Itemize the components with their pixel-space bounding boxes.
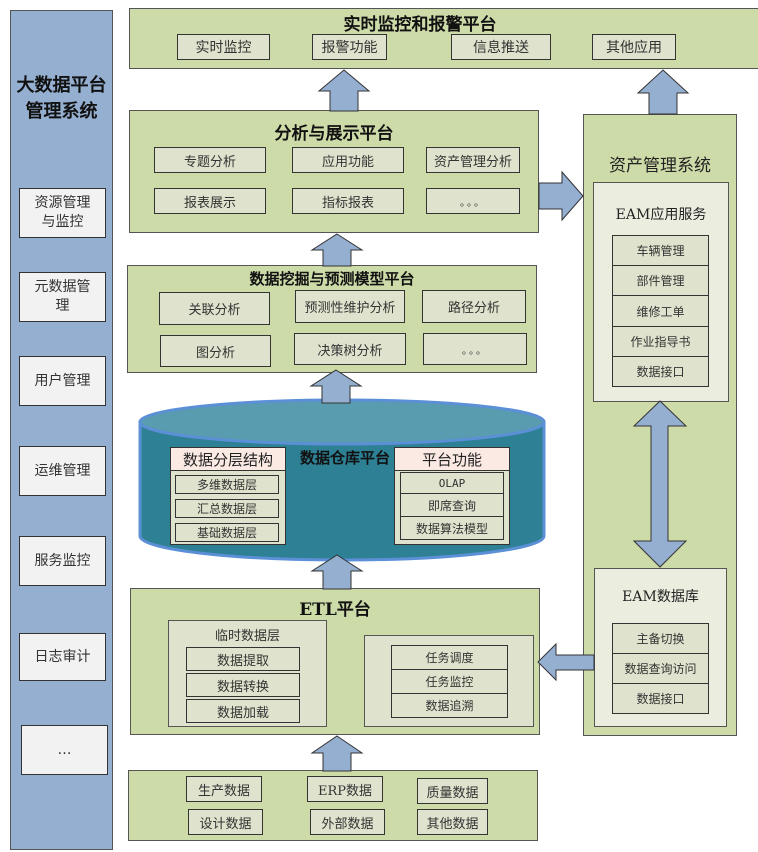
eam-db-title: EAM数据库 <box>622 589 699 605</box>
sidebar-title: 大数据平台 管理系统 <box>16 75 107 122</box>
platform-title: 实时监控和报警平台 <box>343 15 497 35</box>
function-olap[interactable]: OLAP <box>401 473 503 494</box>
platform-functions: 平台功能 OLAP 即席查询 数据算法模型 <box>394 447 510 545</box>
source-quality[interactable]: 质量数据 <box>417 778 488 804</box>
realtime-monitoring-platform: 实时监控和报警平台 实时监控 报警功能 信息推送 其他应用 <box>129 8 758 69</box>
source-design[interactable]: 设计数据 <box>188 809 263 835</box>
item-decision-tree[interactable]: 决策树分析 <box>294 333 406 365</box>
item-info-push[interactable]: 信息推送 <box>451 34 551 60</box>
layer-structure-header: 数据分层结构 <box>170 447 286 471</box>
eam-work-orders[interactable]: 维修工单 <box>613 296 708 327</box>
task-scheduling[interactable]: 任务调度 <box>392 646 507 670</box>
layer-base[interactable]: 基础数据层 <box>175 523 279 542</box>
etl-platform: ETL平台 临时数据层 数据提取 数据转换 数据加载 任务调度 任务监控 数据追… <box>130 588 540 735</box>
item-application-functions[interactable]: 应用功能 <box>292 147 404 173</box>
item-graph-analysis[interactable]: 图分析 <box>160 335 271 367</box>
eam-data-interface[interactable]: 数据接口 <box>636 364 685 379</box>
sidebar-item-metadata[interactable]: 元数据管理 <box>19 272 106 322</box>
arrow-up-icon <box>636 69 690 115</box>
arrow-up-icon <box>310 554 364 590</box>
sidebar-item-log-audit[interactable]: 日志审计 <box>19 633 106 681</box>
item-indicator-report[interactable]: 指标报表 <box>292 188 404 214</box>
task-stack: 任务调度 任务监控 数据追溯 <box>391 645 508 718</box>
sidebar-item-resource-monitoring[interactable]: 资源管理与监控 <box>19 188 106 238</box>
data-sources-layer: 生产数据 ERP数据 质量数据 设计数据 外部数据 其他数据 <box>128 770 538 841</box>
warehouse-title: 数据仓库平台 <box>299 449 390 467</box>
layer-multidim[interactable]: 多维数据层 <box>175 475 279 494</box>
function-adhoc-query[interactable]: 即席查询 <box>401 494 503 517</box>
asset-system-title: 资产管理系统 <box>609 156 711 176</box>
etl-transform[interactable]: 数据转换 <box>186 673 300 697</box>
eam-work-instructions[interactable]: 作业指导书 <box>613 327 708 357</box>
item-association-analysis[interactable]: 关联分析 <box>159 292 270 325</box>
source-production[interactable]: 生产数据 <box>186 776 262 802</box>
eam-application-service: EAM应用服务 车辆管理 部件管理 维修工单 作业指导书 数据接口 <box>593 182 729 402</box>
arrow-up-icon <box>310 233 364 267</box>
arrow-up-icon <box>309 369 363 404</box>
eam-database: EAM数据库 主备切换 数据查询访问 数据接口 <box>594 568 727 727</box>
arrow-left-icon <box>537 642 595 682</box>
task-monitoring[interactable]: 任务监控 <box>392 670 507 694</box>
arrow-up-icon <box>310 735 364 772</box>
item-path-analysis[interactable]: 路径分析 <box>422 290 526 323</box>
item-more[interactable]: 。。。 <box>426 188 520 214</box>
eam-parts-management[interactable]: 部件管理 <box>613 266 708 297</box>
sidebar-item-users[interactable]: 用户管理 <box>19 356 106 406</box>
temp-layer-title: 临时数据层 <box>214 629 280 644</box>
item-realtime-monitoring[interactable]: 实时监控 <box>177 34 270 60</box>
sidebar-item-more[interactable]: … <box>21 725 108 775</box>
etl-extract[interactable]: 数据提取 <box>186 647 300 671</box>
functions-stack: OLAP 即席查询 数据算法模型 <box>400 472 504 540</box>
source-external[interactable]: 外部数据 <box>310 809 385 835</box>
item-asset-analysis[interactable]: 资产管理分析 <box>426 147 520 173</box>
db-query-access[interactable]: 数据查询访问 <box>613 654 708 684</box>
data-mining-platform: 数据挖掘与预测模型平台 关联分析 预测性维护分析 路径分析 图分析 决策树分析 … <box>127 265 537 373</box>
platform-title: 数据挖掘与预测模型平台 <box>249 270 415 288</box>
asset-management-system: 资产管理系统 EAM应用服务 车辆管理 部件管理 维修工单 作业指导书 数据接口… <box>583 114 737 736</box>
etl-load[interactable]: 数据加载 <box>186 699 300 723</box>
platform-title: 分析与展示平台 <box>274 124 394 144</box>
source-other[interactable]: 其他数据 <box>417 809 488 835</box>
data-layer-structure: 数据分层结构 多维数据层 汇总数据层 基础数据层 <box>170 447 286 545</box>
function-algorithm-model[interactable]: 数据算法模型 <box>415 521 488 536</box>
arrow-right-icon <box>538 170 584 222</box>
item-report-display[interactable]: 报表展示 <box>154 188 266 214</box>
sidebar-item-operations[interactable]: 运维管理 <box>19 446 106 496</box>
eam-service-title: EAM应用服务 <box>615 207 707 223</box>
cylinder-top <box>138 398 546 446</box>
arrow-up-icon <box>317 69 371 112</box>
item-alarm-function[interactable]: 报警功能 <box>312 34 387 60</box>
db-data-interface[interactable]: 数据接口 <box>636 692 685 706</box>
analysis-display-platform: 分析与展示平台 专题分析 应用功能 资产管理分析 报表展示 指标报表 。。。 <box>129 110 539 233</box>
eam-vehicle-management[interactable]: 车辆管理 <box>613 236 708 267</box>
item-other-apps[interactable]: 其他应用 <box>592 34 676 60</box>
platform-title: ETL平台 <box>299 600 371 620</box>
platform-functions-header: 平台功能 <box>394 447 510 471</box>
item-predictive-maintenance[interactable]: 预测性维护分析 <box>295 290 405 323</box>
eam-service-stack: 车辆管理 部件管理 维修工单 作业指导书 数据接口 <box>612 235 709 387</box>
item-topic-analysis[interactable]: 专题分析 <box>154 147 266 173</box>
layer-summary[interactable]: 汇总数据层 <box>175 499 279 518</box>
temp-data-layer: 临时数据层 数据提取 数据转换 数据加载 <box>168 620 327 727</box>
management-sidebar: 大数据平台 管理系统 资源管理与监控 元数据管理 用户管理 运维管理 服务监控 … <box>10 10 113 850</box>
task-management-panel: 任务调度 任务监控 数据追溯 <box>364 635 534 727</box>
data-tracing[interactable]: 数据追溯 <box>425 699 474 713</box>
arrow-bidirectional-icon <box>632 400 688 568</box>
source-erp[interactable]: ERP数据 <box>307 776 383 802</box>
eam-db-stack: 主备切换 数据查询访问 数据接口 <box>612 623 709 714</box>
sidebar-item-service-monitoring[interactable]: 服务监控 <box>19 536 106 586</box>
item-more[interactable]: 。。。 <box>423 333 527 365</box>
db-failover[interactable]: 主备切换 <box>613 624 708 654</box>
